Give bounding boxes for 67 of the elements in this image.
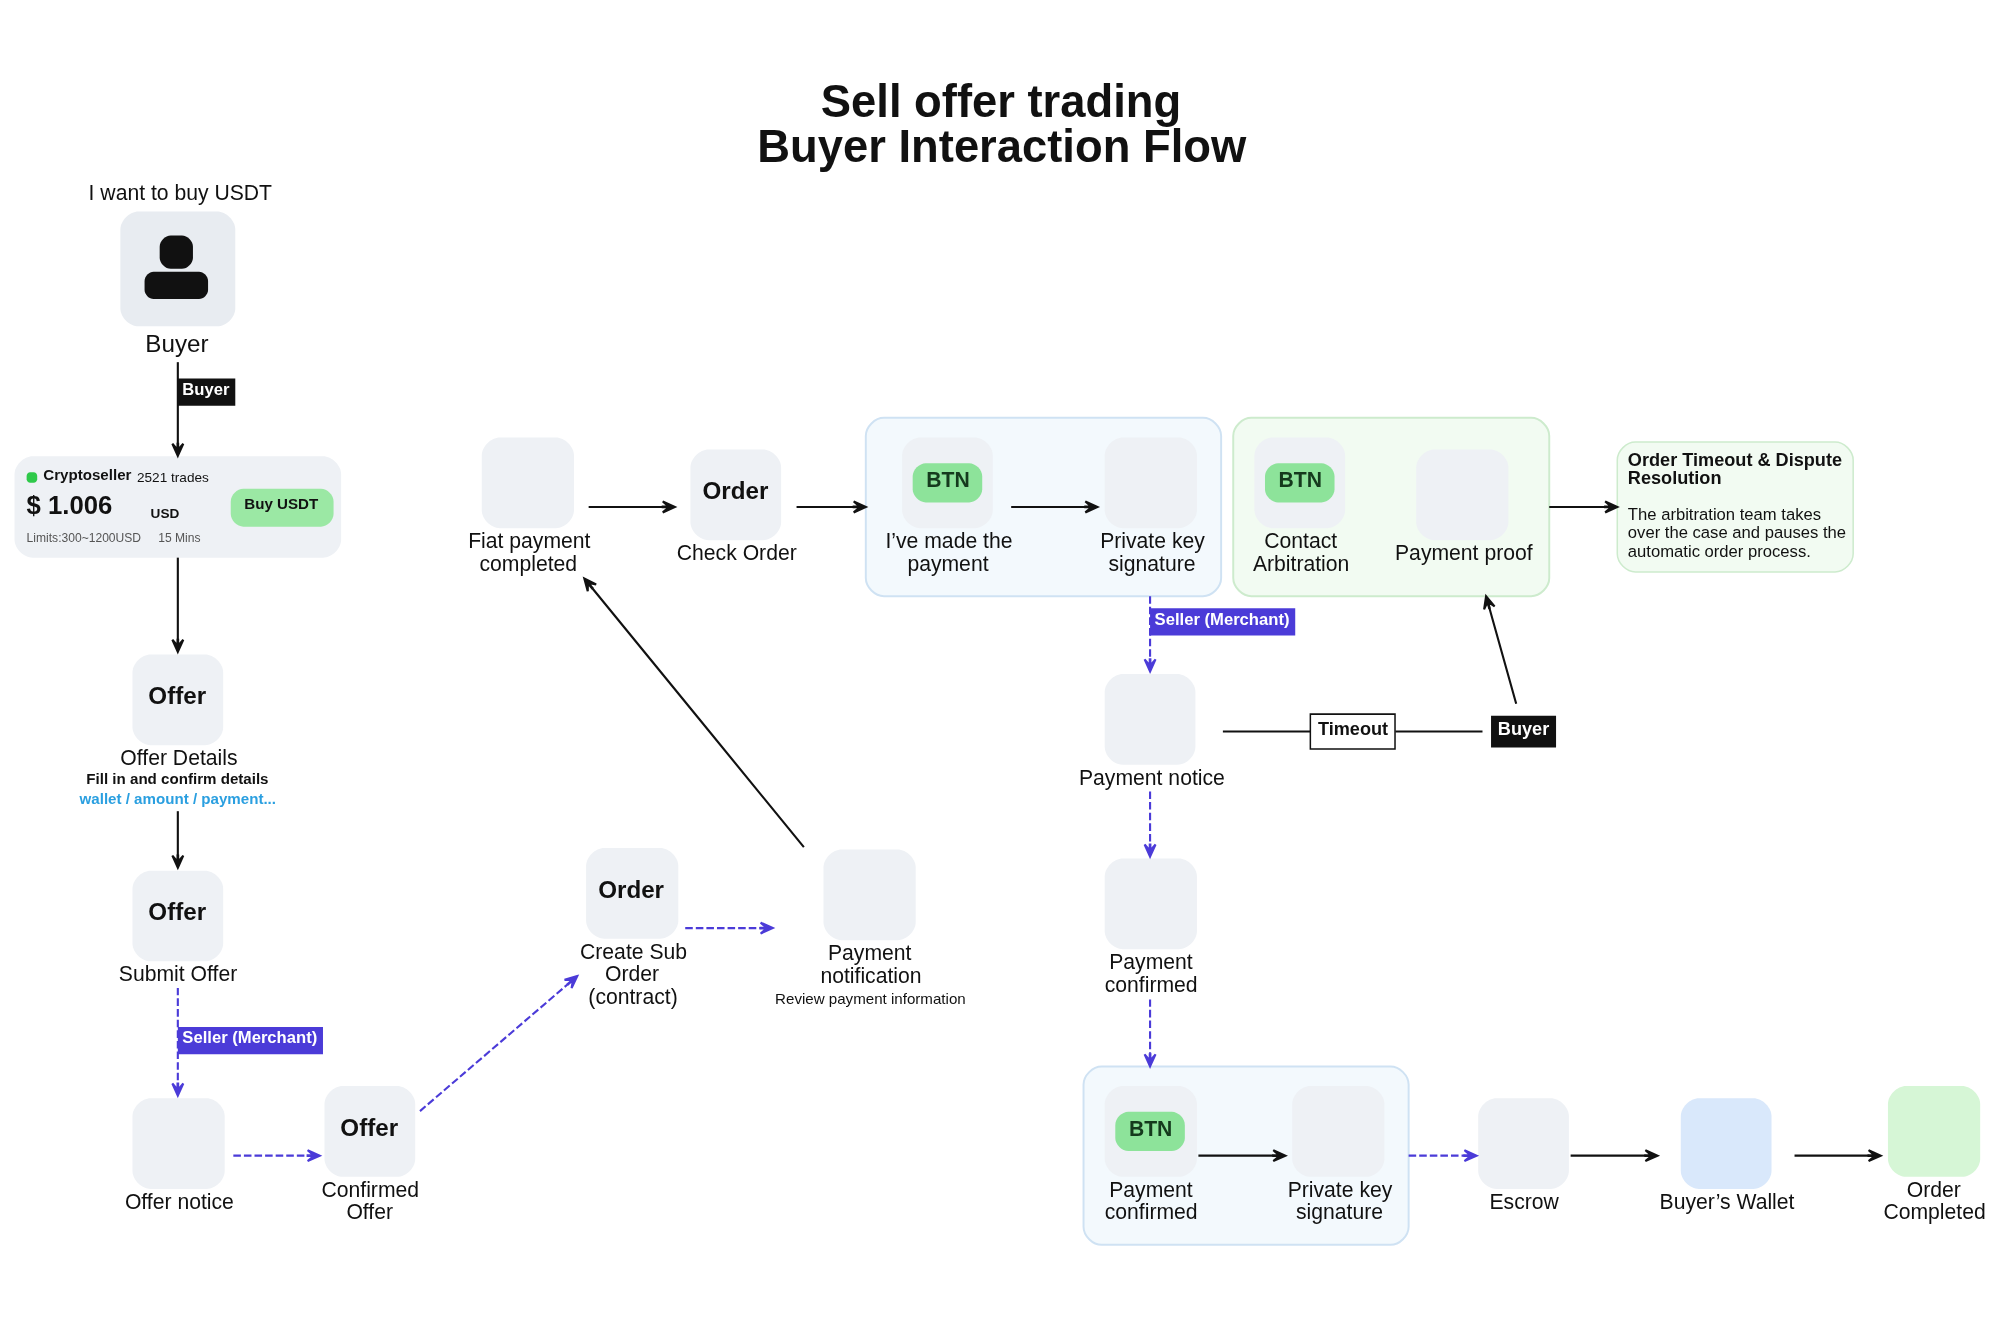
- node-label: Check Order: [676, 541, 797, 565]
- node-box: Offer: [132, 870, 224, 962]
- arrow: [171, 362, 185, 457]
- arrow: [685, 921, 774, 935]
- node-box: [1887, 1086, 1981, 1177]
- node-box: [1680, 1098, 1772, 1189]
- cluster: [1082, 1065, 1410, 1246]
- node-label: Payment notice: [1079, 765, 1225, 789]
- node-label: Buyer: [145, 329, 209, 357]
- connector: [1395, 730, 1483, 733]
- node-label: Payment confirmed: [1104, 950, 1198, 996]
- arrow: [1408, 1149, 1478, 1163]
- arrow: [588, 500, 676, 514]
- arrow: [1143, 999, 1157, 1068]
- node-box: BTN: [1104, 1086, 1197, 1177]
- node-label: I want to buy USDT: [88, 180, 273, 204]
- node-label: Submit Offer: [118, 962, 238, 986]
- arrow: [171, 811, 185, 869]
- arrow: [171, 557, 185, 653]
- node-label: wallet / amount / payment...: [79, 790, 277, 808]
- node-label: Order Completed: [1883, 1177, 1986, 1224]
- diagram-title: Sell offer trading Buyer Interaction Flow: [757, 75, 1247, 173]
- node-label: Review payment information: [775, 989, 966, 1007]
- cluster: [864, 416, 1223, 598]
- node-box: Offer: [132, 654, 224, 746]
- arrow: [233, 1149, 321, 1163]
- edge-label: Seller (Merchant): [182, 1028, 318, 1048]
- node-box: BTN: [902, 437, 993, 529]
- arrow: [583, 577, 805, 848]
- connector: [1222, 730, 1311, 733]
- arrow: [1011, 500, 1099, 514]
- node-box: Cryptoseller 2521 trades $ 1.006 USD Limits:300~1200USD 15 Mins Buy USDT: [14, 456, 342, 558]
- node-label: Payment confirmed: [1104, 1177, 1198, 1224]
- node-label: Private key signature: [1100, 529, 1205, 575]
- arrow: [796, 500, 867, 514]
- node-label: Buyer’s Wallet: [1659, 1189, 1795, 1213]
- node-label: Escrow: [1489, 1189, 1559, 1213]
- node-label: Payment notification: [820, 941, 922, 987]
- node-box: Buyer: [1491, 715, 1557, 748]
- node-label: Fiat payment completed: [468, 529, 591, 575]
- node-box: [1104, 858, 1197, 950]
- arrow: [1794, 1149, 1882, 1163]
- node-label: Contact Arbitration: [1252, 529, 1350, 575]
- arrow: [1198, 1149, 1287, 1163]
- arrow: [1549, 500, 1619, 514]
- node-box: [1478, 1098, 1569, 1189]
- node-label: Private key signature: [1287, 1177, 1393, 1224]
- node-box-text: [120, 211, 236, 327]
- edge-label: Buyer: [182, 379, 230, 399]
- node-box: [132, 1098, 225, 1189]
- node-label: I’ve made the payment: [885, 529, 1013, 575]
- arrow: [1143, 791, 1157, 858]
- node-label: Fill in and confirm details: [86, 770, 269, 788]
- node-label: Create Sub Order (contract): [580, 939, 688, 1008]
- node-label: Offer notice: [124, 1189, 234, 1213]
- arrow: [419, 975, 579, 1112]
- arrow: [171, 988, 185, 1097]
- node-box: BTN: [1254, 437, 1346, 529]
- node-label: Confirmed Offer: [321, 1177, 420, 1224]
- arrow: [1143, 596, 1157, 673]
- edge-label: Seller (Merchant): [1154, 609, 1290, 629]
- node-label: Offer Details: [120, 746, 238, 770]
- node-label: Payment proof: [1395, 541, 1533, 565]
- arrow: [1483, 595, 1518, 705]
- cluster: [1232, 416, 1551, 598]
- node-box: [1104, 674, 1196, 765]
- arrow: [1570, 1149, 1659, 1163]
